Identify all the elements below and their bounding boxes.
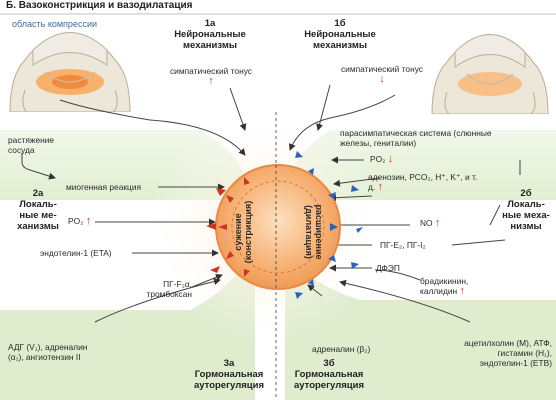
increase-arrow-icon: ↑	[85, 215, 92, 227]
header-2a: 2а Локаль-ные ме-ханизмы	[12, 188, 64, 232]
vessel-stretch: растяжение сосуда	[8, 135, 55, 155]
left-po2: PO₂ ↑	[68, 215, 92, 227]
edhf: ДФЭП	[376, 263, 400, 273]
left-symp-tone-text: симпатический тонус	[169, 66, 252, 76]
dilation-label: расширение (дилатация)	[304, 204, 324, 260]
left-hormones: АДГ (V₁), адреналин (α₁), ангиотензин II	[8, 342, 88, 362]
header-2a-text: Локаль-ные ме-ханизмы	[17, 199, 59, 232]
page-title: Б. Вазоконстрикция и вазодилатация	[6, 0, 193, 11]
header-1b: 1б Нейрональные механизмы	[290, 18, 390, 51]
right-po2: PO₂ ↓	[370, 153, 394, 165]
arrow-symp-right	[288, 94, 396, 151]
header-1a-num: 1а	[204, 18, 216, 29]
compression-area-label: область компрессии	[12, 19, 97, 29]
nitric-oxide-text: NO	[420, 218, 433, 228]
myogenic-reaction: миогенная реакция	[66, 182, 142, 192]
header-3a: 3а Гормональная ауторегуляция	[182, 358, 276, 391]
header-1b-num: 1б	[334, 18, 346, 29]
header-1a: 1а Нейрональные механизмы	[160, 18, 260, 51]
adrenaline-beta2: адреналин (β₂)	[312, 344, 371, 354]
arrow-symp-left	[59, 99, 246, 156]
increase-arrow-icon: ↑	[377, 181, 384, 193]
header-2b-num: 2б	[520, 188, 532, 199]
dilation-arrows-outer	[295, 151, 363, 299]
right-po2-text: PO₂	[370, 154, 386, 164]
prostaglandins: ПГ-E₂, ПГ-I₂	[380, 240, 426, 250]
header-3a-text: Гормональная ауторегуляция	[193, 369, 265, 391]
header-1b-text: Нейрональные механизмы	[304, 29, 376, 51]
increase-arrow-icon: ↑	[459, 285, 465, 297]
header-1a-text: Нейрональные механизмы	[174, 29, 246, 51]
bradykinin: брадикинин, каллидин ↑	[420, 276, 484, 297]
spinal-cord-left-image	[9, 32, 131, 112]
right-symp-tone: симпатический тонус ↓	[340, 64, 424, 85]
header-3b-num: 3б	[323, 358, 335, 369]
increase-arrow-icon: ↑	[208, 75, 214, 87]
nitric-oxide: NO ↑	[420, 217, 441, 229]
green-zone-bottom-right	[285, 250, 556, 400]
right-hormones: ацетилхолин (M), АТФ, гистамин (H₁), энд…	[464, 338, 552, 368]
decrease-arrow-icon: ↓	[379, 73, 385, 85]
adenosine-text: аденозин, PCO₂, H⁺, K⁺, и т. д.	[368, 172, 478, 192]
header-3b-text: Гормональная ауторегуляция	[293, 369, 365, 391]
pg-f-thromboxane: ПГ-F₂α, тромбоксан	[146, 279, 193, 299]
parasympathetic-system: парасимпатическая система (слюнные желез…	[340, 128, 492, 148]
header-2a-num: 2а	[32, 188, 44, 199]
constriction-label: сужение (констрикция)	[233, 200, 253, 264]
endothelin-left: эндотелин-1 (ETA)	[40, 248, 112, 258]
left-po2-text: PO₂	[68, 216, 84, 226]
right-symp-tone-text: симпатический тонус	[340, 64, 423, 74]
arrow-symp-tone-right	[316, 84, 331, 131]
bradykinin-text: брадикинин, каллидин	[420, 276, 469, 296]
increase-arrow-icon: ↑	[434, 217, 441, 229]
adenosine: аденозин, PCO₂, H⁺, K⁺, и т. д. ↑	[368, 172, 478, 193]
arrow-symp-tone-left	[229, 87, 247, 131]
header-2b-text: Локаль-ные меха-низмы	[502, 199, 550, 232]
header-3b: 3б Гормональная ауторегуляция	[282, 358, 376, 391]
header-2b: 2б Локаль-ные меха-низмы	[498, 188, 554, 232]
spinal-cord-right-image	[431, 34, 549, 114]
endothelin-left-text: эндотелин-1 (ETA)	[40, 248, 112, 258]
constriction-arrows-outer	[206, 188, 226, 273]
decrease-arrow-icon: ↓	[387, 153, 394, 165]
green-zone-bottom-left	[0, 250, 255, 400]
header-3a-num: 3а	[223, 358, 235, 369]
left-symp-tone: симпатический тонус ↑	[168, 66, 254, 87]
vessel-circle	[215, 164, 341, 290]
